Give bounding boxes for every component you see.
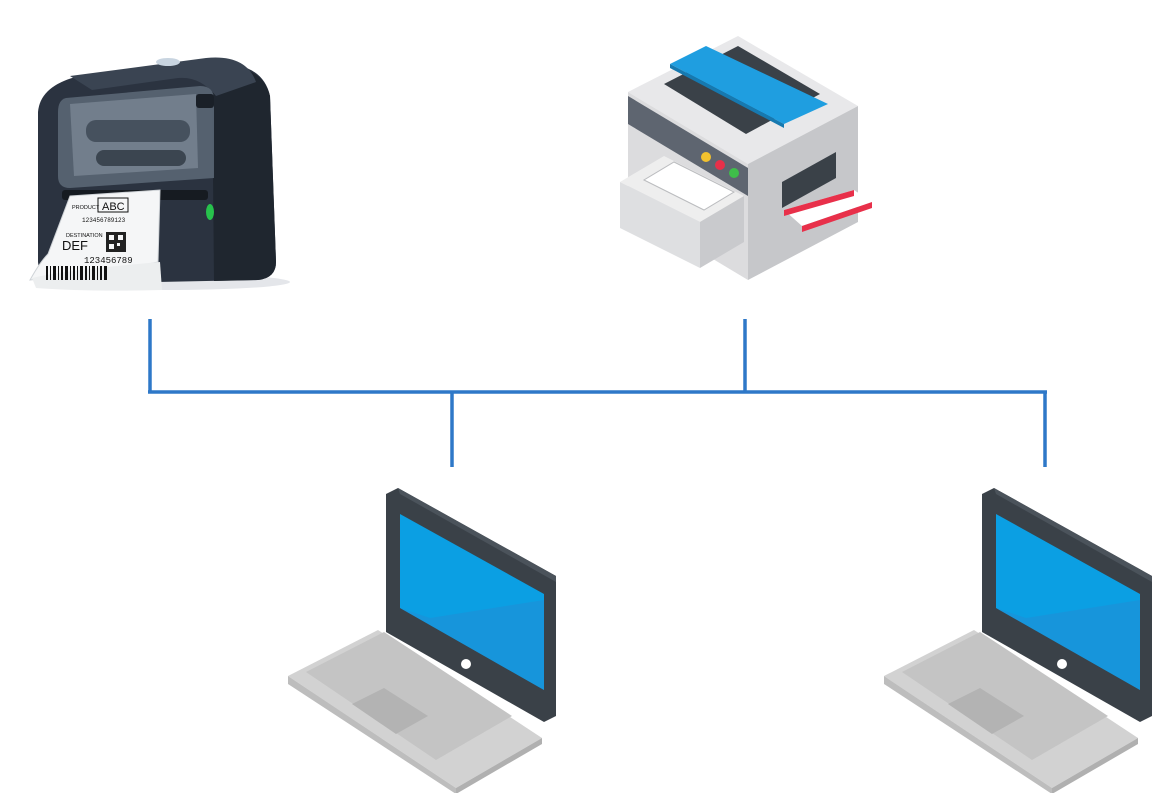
svg-text:PRODUCT: PRODUCT: [72, 205, 100, 211]
network-links: [148, 319, 1047, 467]
label-sticker: PRODUCT ABC 123456789123 DESTINATION DEF: [46, 197, 133, 280]
svg-text:123456789: 123456789: [84, 256, 133, 266]
svg-text:123456789123: 123456789123: [82, 217, 126, 224]
laptop-left-icon: [288, 488, 556, 793]
copier-printer-icon: [620, 36, 872, 280]
laptop-right-icon: [884, 488, 1152, 793]
label-printer-icon: PRODUCT ABC 123456789123 DESTINATION DEF: [29, 57, 290, 291]
svg-text:DESTINATION: DESTINATION: [66, 233, 103, 239]
svg-text:DEF: DEF: [62, 238, 88, 253]
svg-text:ABC: ABC: [102, 201, 125, 213]
